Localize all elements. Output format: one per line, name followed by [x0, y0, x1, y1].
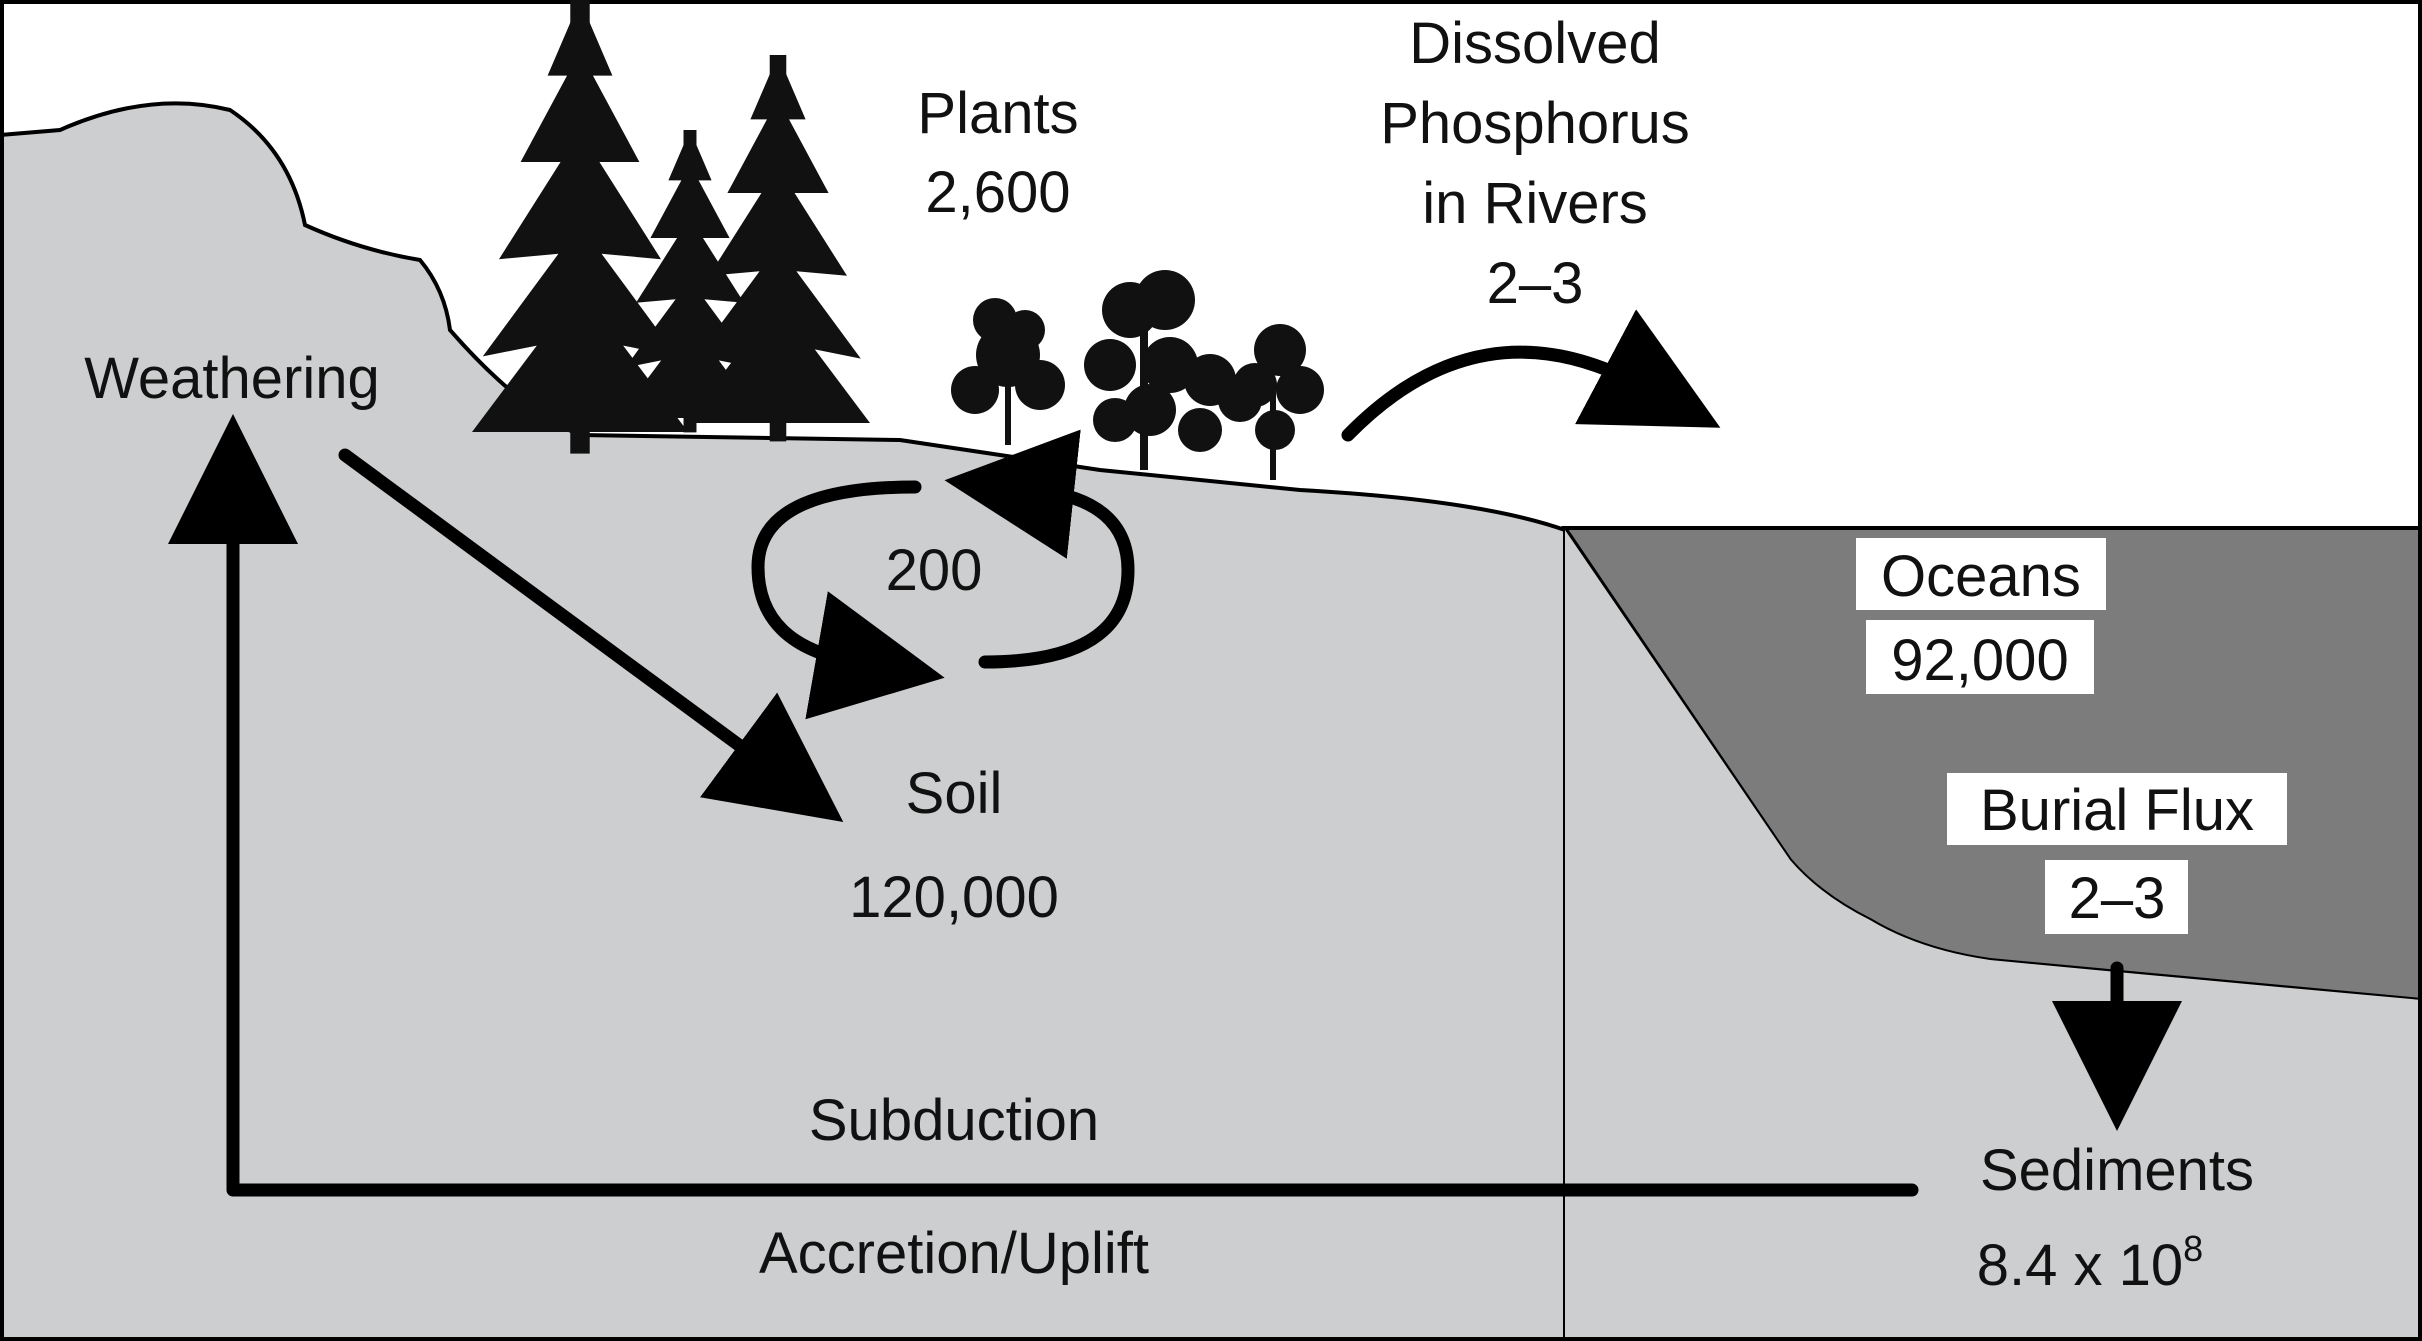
oceans-label-box: [1856, 538, 2106, 610]
weathering-to-soil-arrow: [338, 448, 844, 822]
river-value: 2–3: [1487, 251, 1584, 316]
burial-flux-value: 2–3: [2069, 866, 2166, 931]
sediments-value: 8.4 x 108: [1977, 1228, 2203, 1298]
burial-value-box: [2045, 860, 2188, 934]
river-label-line3: in Rivers: [1422, 171, 1648, 236]
sediments-value-base: 8.4 x 10: [1977, 1233, 2183, 1298]
plants-label: Plants: [917, 81, 1078, 146]
soil-value: 120,000: [849, 865, 1059, 930]
soil-label: Soil: [906, 761, 1003, 826]
burial-flux-label: Burial Flux: [1980, 778, 2254, 843]
oceans-value: 92,000: [1891, 628, 2068, 693]
sediments-label: Sediments: [1980, 1138, 2254, 1203]
oceans-value-box: [1866, 620, 2094, 694]
uplift-loop-arrow: [168, 414, 1919, 1197]
soil-cycle-arrow-top: [751, 480, 945, 720]
accretion-uplift-label: Accretion/Uplift: [759, 1221, 1149, 1286]
plants-value: 2,600: [925, 160, 1070, 225]
ocean-water: [1561, 526, 2422, 1003]
soil-cycle-arrow-bottom: [944, 429, 1135, 669]
soil-cycle-value: 200: [886, 538, 983, 603]
oceans-label: Oceans: [1881, 544, 2081, 609]
seafloor-sediment: [1565, 530, 2422, 1341]
burial-label-box: [1947, 773, 2287, 845]
sediments-value-exponent: 8: [2183, 1228, 2203, 1269]
subduction-label: Subduction: [809, 1088, 1099, 1153]
river-flow-arrow: [1341, 309, 1721, 442]
shrub-icon: [951, 270, 1324, 480]
river-label-line2: Phosphorus: [1380, 91, 1690, 156]
weathering-label: Weathering: [84, 346, 380, 411]
river-label-line1: Dissolved: [1409, 11, 1660, 76]
